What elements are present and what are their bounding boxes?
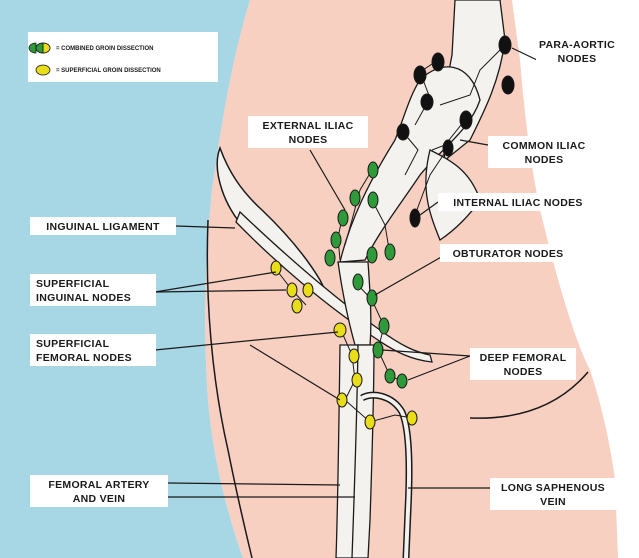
label-line: DEEP FEMORAL <box>480 352 567 364</box>
label-line: AND VEIN <box>73 493 126 505</box>
label-superficial-inguinal: SUPERFICIAL INGUINAL NODES <box>30 274 156 306</box>
label-line: NODES <box>504 366 543 378</box>
label-line: PARA-AORTIC <box>539 39 615 51</box>
legend-combined-swatch <box>29 43 50 53</box>
node-green <box>367 290 377 306</box>
label-line: SUPERFICIAL <box>36 338 110 350</box>
legend-combined-label: = COMBINED GROIN DISSECTION <box>56 46 154 52</box>
label-deep-femoral: DEEP FEMORAL NODES <box>470 348 576 380</box>
label-line: NODES <box>525 154 564 166</box>
label-long-saphenous: LONG SAPHENOUS VEIN <box>490 478 616 510</box>
label-line: NODES <box>558 53 597 65</box>
label-external-iliac: EXTERNAL ILIAC NODES <box>248 116 368 148</box>
label-inguinal-ligament: INGUINAL LIGAMENT <box>30 217 176 235</box>
label-femoral-artery-vein: FEMORAL ARTERY AND VEIN <box>30 475 168 507</box>
node-yellow <box>287 283 297 297</box>
node-green <box>385 244 395 260</box>
node-green <box>368 162 378 178</box>
node-black <box>410 209 420 227</box>
legend-box <box>28 32 218 82</box>
node-yellow <box>334 323 346 337</box>
label-line: EXTERNAL ILIAC <box>263 120 354 132</box>
node-green <box>325 250 335 266</box>
node-black <box>499 36 511 54</box>
node-green <box>367 247 377 263</box>
legend-superficial-swatch <box>36 65 50 75</box>
node-green <box>373 342 383 358</box>
node-green <box>397 374 407 388</box>
node-black <box>443 140 453 156</box>
node-yellow <box>337 393 347 407</box>
label-line: SUPERFICIAL <box>36 278 110 290</box>
label-para-aortic: PARA-AORTIC NODES <box>536 35 618 67</box>
node-black <box>397 124 409 140</box>
label-line: VEIN <box>540 496 566 508</box>
node-green <box>379 318 389 334</box>
node-yellow <box>292 299 302 313</box>
label-common-iliac: COMMON ILIAC NODES <box>488 136 600 168</box>
node-green <box>353 274 363 290</box>
legend: = COMBINED GROIN DISSECTION = SUPERFICIA… <box>28 32 218 82</box>
node-black <box>460 111 472 129</box>
node-black <box>414 66 426 84</box>
label-line: FEMORAL NODES <box>36 352 132 364</box>
node-yellow <box>365 415 375 429</box>
node-green <box>350 190 360 206</box>
label-line: FEMORAL ARTERY <box>48 479 149 491</box>
label-superficial-femoral: SUPERFICIAL FEMORAL NODES <box>30 334 156 366</box>
node-black <box>421 94 433 110</box>
label-obturator: OBTURATOR NODES <box>440 244 576 262</box>
label-line: COMMON ILIAC <box>503 140 586 152</box>
node-green <box>368 192 378 208</box>
node-yellow <box>349 349 359 363</box>
label-line: INGUINAL LIGAMENT <box>46 221 160 233</box>
node-green <box>331 232 341 248</box>
legend-superficial-label: = SUPERFICIAL GROIN DISSECTION <box>56 68 161 74</box>
node-yellow <box>303 283 313 297</box>
label-line: INGUINAL NODES <box>36 292 131 304</box>
node-black <box>432 53 444 71</box>
node-green <box>338 210 348 226</box>
node-yellow <box>352 373 362 387</box>
label-line: NODES <box>289 134 328 146</box>
label-line: LONG SAPHENOUS <box>501 482 605 494</box>
label-line: OBTURATOR NODES <box>453 248 564 260</box>
node-black <box>502 76 514 94</box>
node-yellow <box>407 411 417 425</box>
label-internal-iliac: INTERNAL ILIAC NODES <box>438 193 598 211</box>
label-line: INTERNAL ILIAC NODES <box>453 197 582 209</box>
node-green <box>385 369 395 383</box>
